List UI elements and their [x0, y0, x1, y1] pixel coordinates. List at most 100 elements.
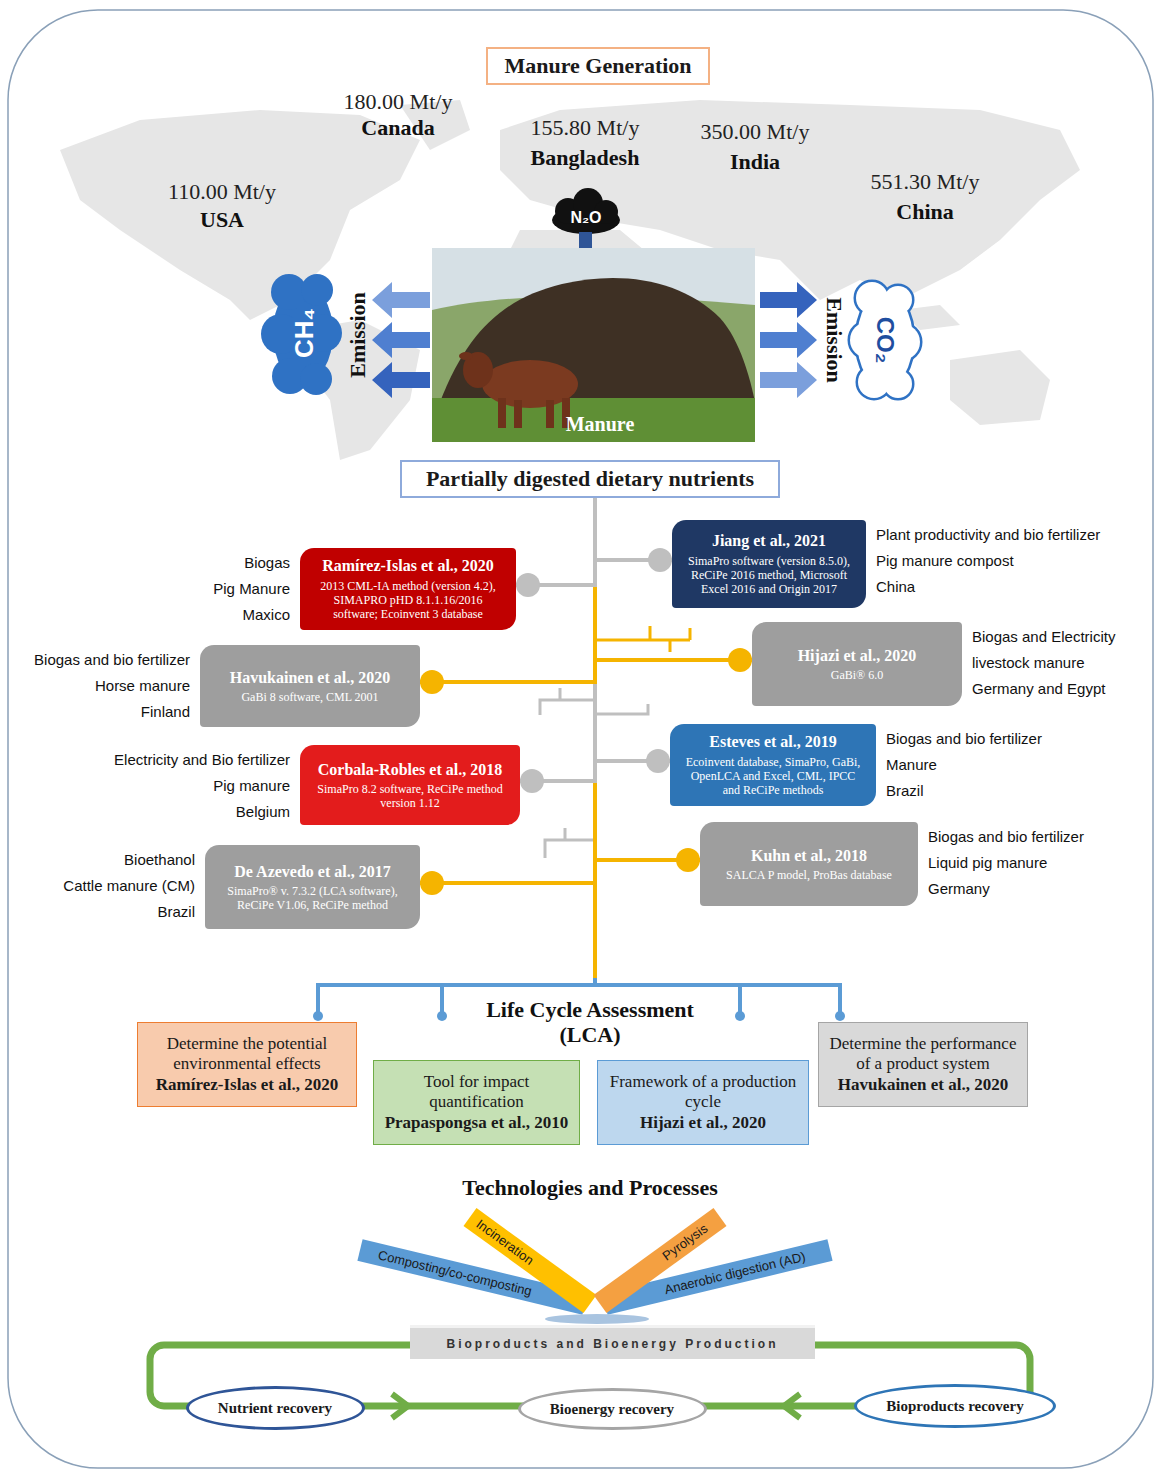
branch-node-dot	[646, 749, 670, 773]
country-label: India	[730, 149, 780, 175]
reference-title: Corbala-Robles et al., 2018	[311, 760, 509, 779]
application-note: Electricity and Bio fertilizer	[114, 751, 290, 768]
bracket-dot	[835, 1011, 845, 1021]
reference-box: De Azevedo et al., 2017SimaPro® v. 7.3.2…	[205, 845, 420, 929]
recovery-text: Bioenergy recovery	[550, 1401, 674, 1418]
heading-box: Manure Generation	[486, 47, 710, 85]
outer-frame	[8, 10, 1153, 1468]
ribbon	[594, 1208, 727, 1313]
reference-methods: GaBi 8 software, CML 2001	[211, 690, 409, 704]
reference-methods: 2013 CML-IA method (version 4.2), SIMAPR…	[311, 579, 505, 622]
application-note: Germany	[928, 880, 990, 897]
manure-heap	[440, 278, 755, 402]
section-heading: Life Cycle Assessment (LCA)	[470, 997, 710, 1048]
cloud-fill	[856, 282, 888, 314]
reference-title: Ramírez-Islas et al., 2020	[311, 556, 505, 575]
bracket-dot	[735, 1011, 745, 1021]
reference-methods: SimaPro® v. 7.3.2 (LCA software), ReCiPe…	[216, 884, 409, 913]
block-arrow	[372, 322, 430, 358]
branch-node-dot	[520, 769, 544, 793]
tree-branch	[595, 498, 670, 761]
cloud-part	[301, 274, 333, 306]
role-citation: Hijazi et al., 2020	[608, 1113, 798, 1133]
role-citation: Havukainen et al., 2020	[829, 1075, 1017, 1095]
emission-arrows-left	[372, 282, 430, 398]
role-citation: Ramírez-Islas et al., 2020	[148, 1075, 346, 1095]
application-note: Germany and Egypt	[972, 680, 1105, 697]
twig	[595, 704, 648, 714]
country-label: Bangladesh	[531, 145, 640, 171]
lca-role-box: Tool for impact quantificationPrapaspong…	[373, 1060, 580, 1145]
block-arrow	[760, 322, 817, 358]
reference-methods: Ecoinvent database, SimaPro, GaBi, OpenL…	[681, 755, 865, 798]
branch-node-dot	[420, 871, 444, 895]
quantity-label: 180.00 Mt/y	[344, 89, 453, 115]
loop-arrowhead	[784, 1394, 800, 1418]
reference-title: De Azevedo et al., 2017	[216, 862, 409, 881]
band-text: Bioproducts and Bioenergy Production	[446, 1337, 778, 1351]
cloud-fill	[884, 286, 912, 314]
gas-label: CH₄	[289, 308, 320, 358]
tree-trunk	[593, 878, 597, 980]
quantity-label: 350.00 Mt/y	[701, 119, 810, 145]
application-note: Biogas and bio fertilizer	[34, 651, 190, 668]
role-text: Determine the potential environmental ef…	[148, 1034, 346, 1075]
application-note: Brazil	[157, 903, 195, 920]
cow-ear	[459, 352, 473, 360]
reference-title: Havukainen et al., 2020	[211, 668, 409, 687]
co2-cloud	[850, 282, 920, 398]
twig	[540, 688, 595, 715]
tree-branch	[520, 498, 595, 781]
reference-methods: SimaPro software (version 8.5.0), ReCiPe…	[683, 554, 855, 597]
cloud-part	[300, 363, 332, 395]
reference-methods: SimaPro 8.2 software, ReCiPe method vers…	[311, 782, 509, 811]
manure-photo	[432, 248, 755, 442]
heading-text: Manure Generation	[504, 53, 691, 79]
application-note: Cattle manure (CM)	[63, 877, 195, 894]
bracket-dot	[313, 1011, 323, 1021]
recovery-ellipse: Nutrient recovery	[186, 1386, 365, 1430]
reference-box: Esteves et al., 2019Ecoinvent database, …	[670, 724, 876, 806]
reference-box: Kuhn et al., 2018SALCA P model, ProBas d…	[700, 822, 918, 906]
topic-text: Partially digested dietary nutrients	[426, 466, 754, 492]
reference-box: Jiang et al., 2021SimaPro software (vers…	[672, 520, 866, 608]
application-note: Belgium	[236, 803, 290, 820]
recovery-ellipse: Bioproducts recovery	[854, 1384, 1056, 1428]
recovery-text: Nutrient recovery	[218, 1400, 332, 1417]
emission-arrows-right	[760, 282, 817, 398]
world-map	[60, 100, 1080, 460]
emission-label: Emission	[821, 297, 847, 383]
technology-label: Incineration	[473, 1216, 536, 1268]
gas-label: N₂O	[570, 209, 601, 227]
reference-title: Hijazi et al., 2020	[763, 646, 951, 665]
branch-node-dot	[728, 648, 752, 672]
application-note: Biogas	[244, 554, 290, 571]
bracket-dot	[437, 1011, 447, 1021]
branch-node-dot	[420, 670, 444, 694]
photo-sky	[432, 248, 755, 442]
cow-leg	[514, 400, 522, 428]
recovery-text: Bioproducts recovery	[886, 1398, 1023, 1415]
block-arrow	[372, 362, 430, 398]
application-note: Manure	[886, 756, 937, 773]
application-note: China	[876, 578, 915, 595]
gas-label: CO₂	[871, 317, 899, 364]
application-note: Pig manure compost	[876, 552, 1014, 569]
branch-node-dot	[676, 848, 700, 872]
reference-methods: GaBi® 6.0	[763, 668, 951, 682]
role-text: Framework of a production cycle	[608, 1072, 798, 1113]
application-note: Pig Manure	[213, 580, 290, 597]
reference-title: Jiang et al., 2021	[683, 531, 855, 550]
block-arrow	[372, 282, 430, 318]
cloud-outline	[856, 282, 888, 314]
photo-caption: Manure	[566, 413, 635, 436]
cloud-fill	[884, 370, 912, 398]
application-note: Biogas and Electricity	[972, 628, 1115, 645]
loop-arrowhead	[392, 1394, 408, 1418]
application-note: Brazil	[886, 782, 924, 799]
role-text: Tool for impact quantification	[384, 1072, 569, 1113]
quantity-label: 551.30 Mt/y	[871, 169, 980, 195]
fan-stand	[545, 1314, 649, 1324]
tree-branch	[516, 498, 595, 585]
